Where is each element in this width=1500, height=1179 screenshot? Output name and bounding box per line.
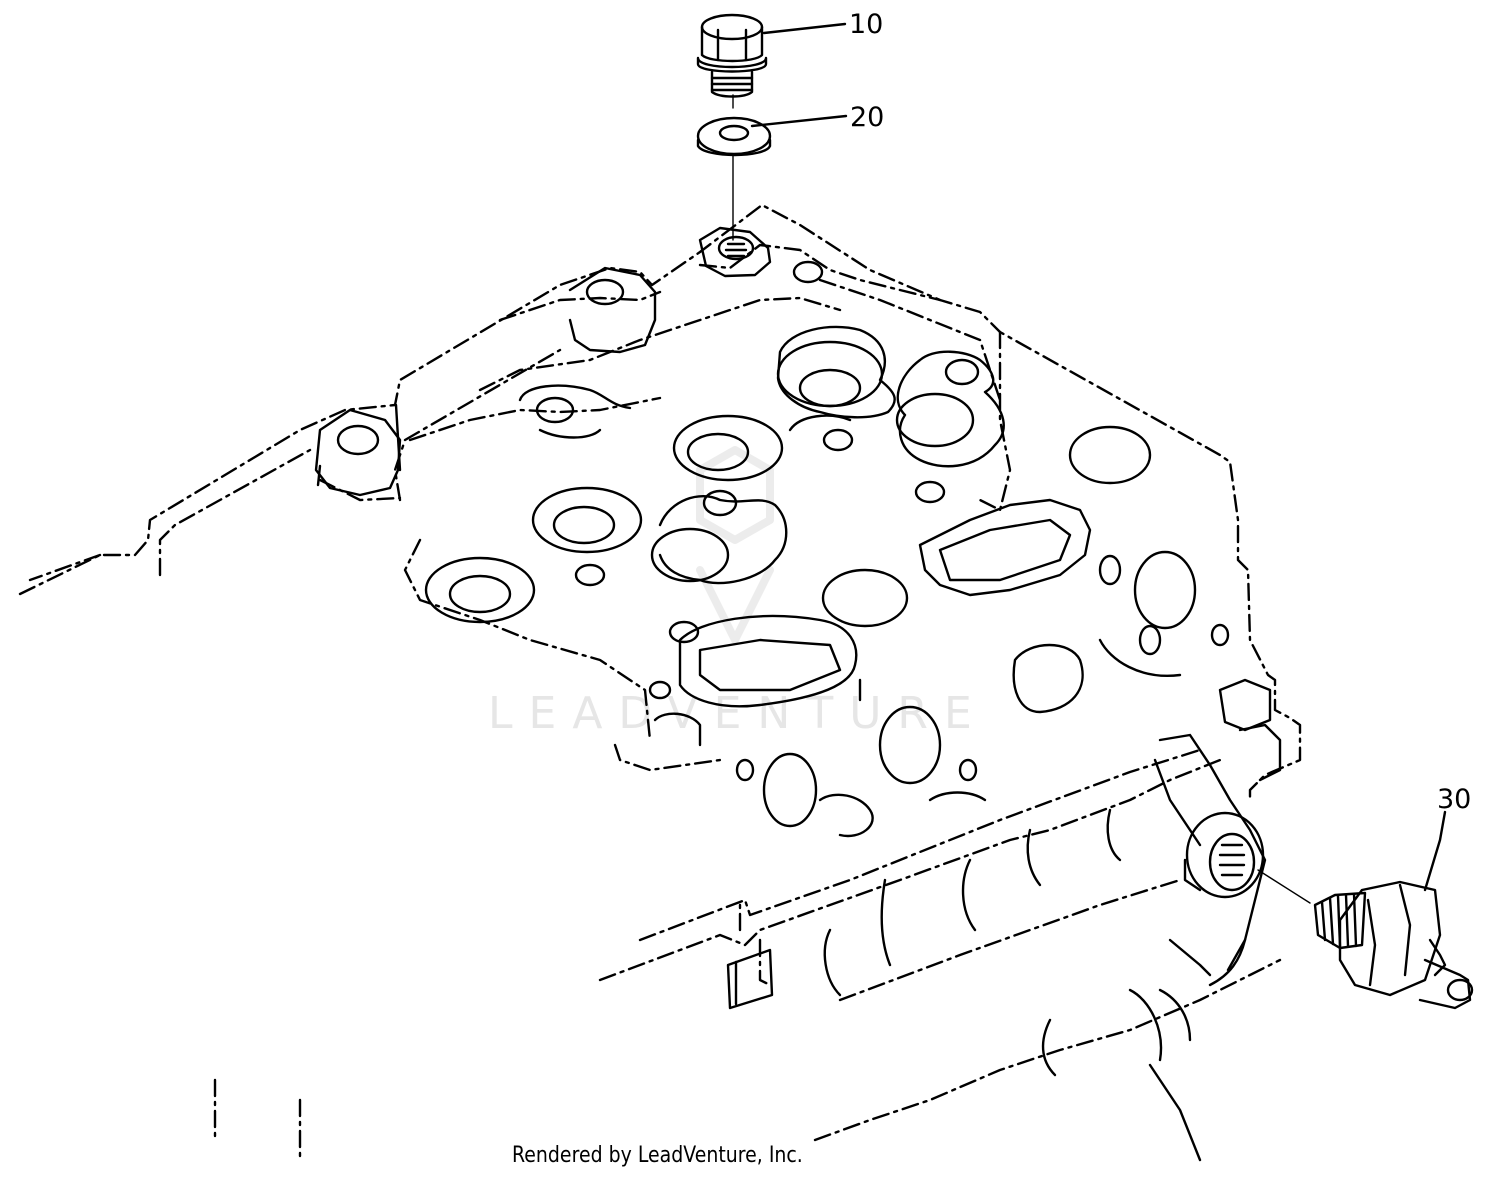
callout-part-10[interactable]: 10 bbox=[849, 9, 884, 40]
head-solid-features bbox=[314, 226, 1282, 1162]
head-outline-top bbox=[18, 203, 1302, 802]
watermark-leadventure: LEADVENTURE bbox=[488, 688, 988, 739]
callout-part-30[interactable]: 30 bbox=[1437, 784, 1472, 815]
part-20-washer bbox=[696, 114, 848, 157]
callout-part-20[interactable]: 20 bbox=[850, 102, 885, 133]
part-30-pressure-switch bbox=[1313, 810, 1474, 1010]
cylinder-head bbox=[18, 203, 1302, 1162]
center-line-30 bbox=[1257, 869, 1311, 904]
part-10-plug-bolt bbox=[696, 13, 847, 98]
render-credit: Rendered by LeadVenture, Inc. bbox=[512, 1143, 803, 1168]
head-outline-left bbox=[28, 553, 102, 582]
watermark-emblem bbox=[696, 446, 774, 644]
